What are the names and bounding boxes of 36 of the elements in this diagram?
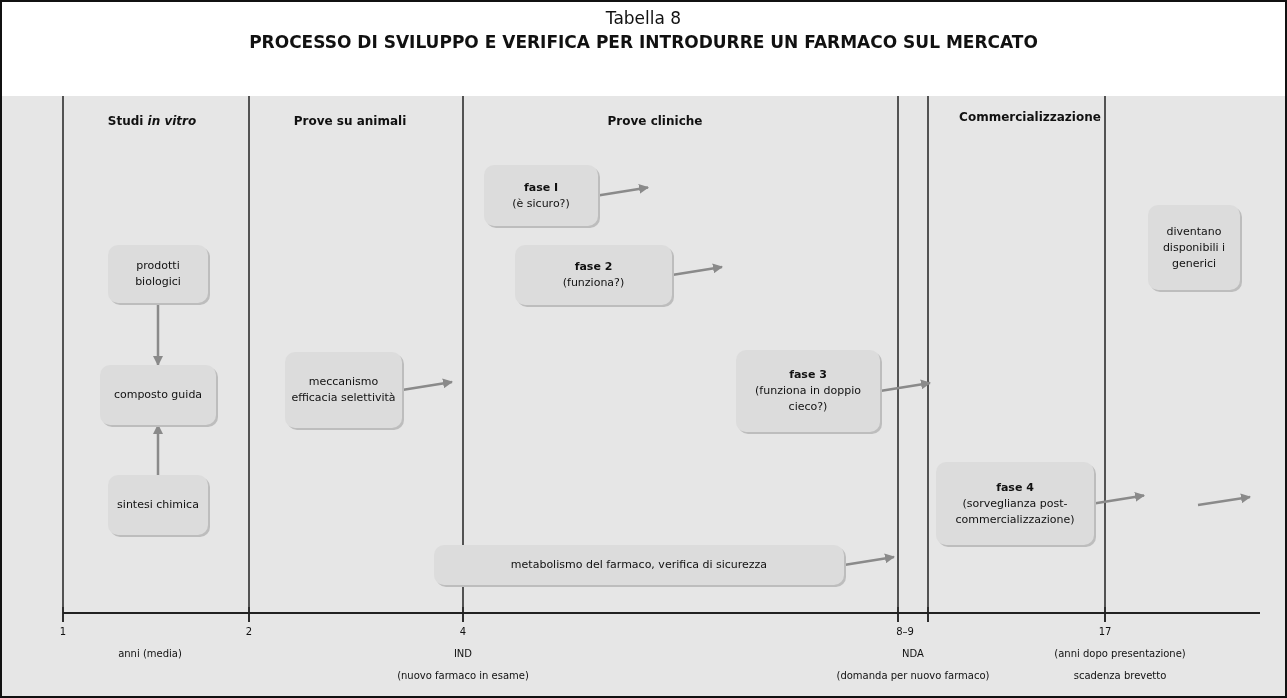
process-box: prodotti biologici	[108, 245, 208, 303]
process-box: fase I (è sicuro?)	[484, 165, 598, 226]
column-heading: Prove su animali	[293, 114, 407, 128]
process-box: sintesi chimica	[108, 475, 208, 535]
milestone-label: IND	[453, 648, 473, 659]
arrow	[1093, 492, 1145, 505]
process-box: fase 4 (sorveglianza post-commercializzazione)	[936, 462, 1094, 545]
milestone-label: scadenza brevetto	[1073, 670, 1167, 681]
title: PROCESSO DI SVILUPPO E VERIFICA PER INTRODURRE UN FARMACO SUL MERCATO	[249, 32, 1038, 52]
arrow	[843, 553, 895, 567]
tick-label: 17	[1098, 626, 1112, 637]
tick-label: 8–9	[896, 626, 914, 637]
arrow	[153, 424, 163, 475]
process-box: composto guida	[100, 365, 216, 425]
column-heading: Studi in vitro	[107, 114, 197, 128]
arrow	[671, 263, 723, 277]
arrow	[401, 378, 453, 392]
table-number: Tabella 8	[605, 8, 682, 28]
milestone-label: NDA	[902, 648, 924, 659]
process-box: meccanismo efficacia selettività	[285, 352, 402, 428]
arrow	[153, 303, 163, 366]
milestone-note: (anni dopo presentazione)	[1054, 648, 1186, 659]
column-heading: Commercializzazione	[959, 110, 1101, 124]
process-box: metabolismo del farmaco, verifica di sicurezza	[434, 545, 844, 585]
process-box: fase 3 (funziona in doppio cieco?)	[736, 350, 880, 432]
tick-label: 2	[245, 626, 253, 637]
arrow	[879, 379, 931, 393]
tick-label: 1	[59, 626, 67, 637]
process-box: fase 2 (funziona?)	[515, 245, 672, 305]
arrow	[597, 184, 649, 197]
milestone-note: (nuovo farmaco in esame)	[397, 670, 529, 681]
tick-label: 4	[459, 626, 467, 637]
column-heading: Prove cliniche	[607, 114, 703, 128]
milestone-note: (domanda per nuovo farmaco)	[836, 670, 990, 681]
axis-caption: anni (media)	[118, 648, 182, 659]
process-box: diventano disponibili i generici	[1148, 205, 1240, 290]
